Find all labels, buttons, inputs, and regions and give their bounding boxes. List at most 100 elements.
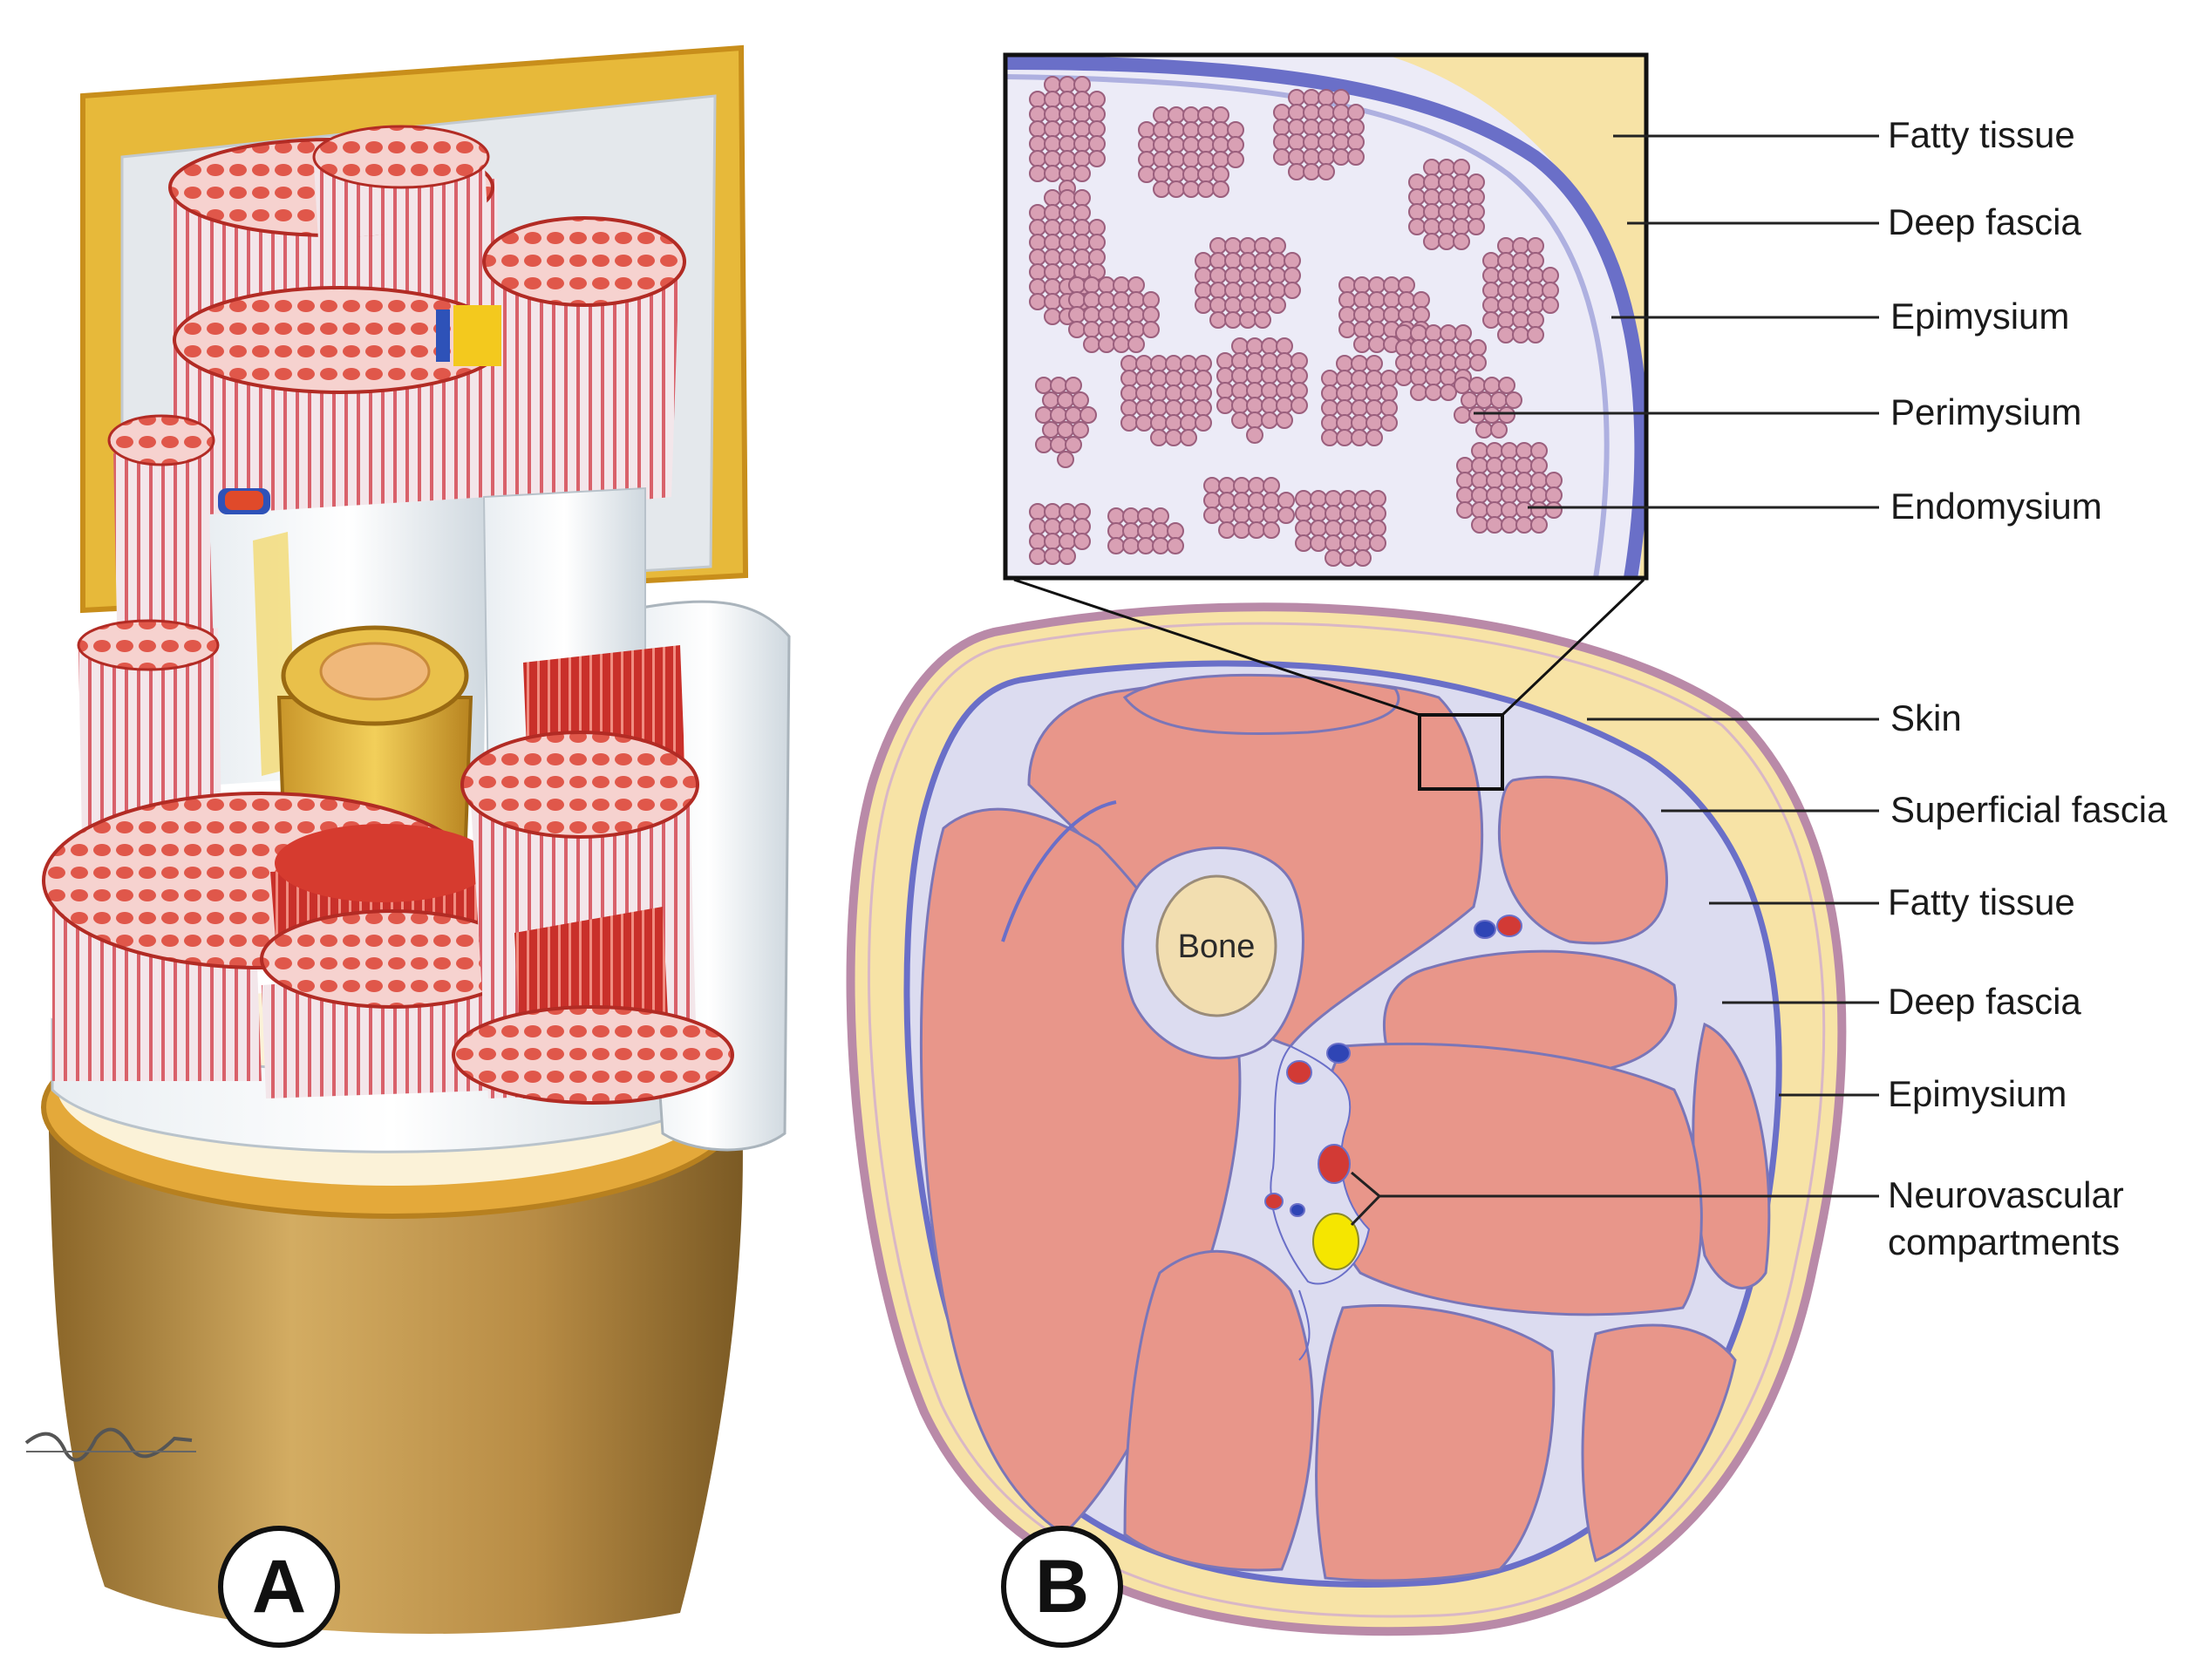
label-deep-fascia: Deep fascia <box>1888 981 2081 1022</box>
muscle-fiber <box>1263 521 1280 539</box>
muscle-fiber <box>1153 180 1170 198</box>
muscle-fiber <box>1284 267 1301 284</box>
vein-small-1 <box>1264 1193 1284 1210</box>
muscle-fiber <box>1351 384 1368 402</box>
muscle-fiber <box>1303 89 1320 106</box>
label-inset-perimysium: Perimysium <box>1890 391 2082 432</box>
muscle-fiber <box>1261 411 1278 429</box>
muscle-fiber <box>1113 336 1130 353</box>
muscle-fiber <box>1468 377 1486 394</box>
muscle-fiber <box>1212 121 1229 139</box>
muscle-fiber <box>1195 370 1212 387</box>
fiber-bundle <box>1203 477 1295 539</box>
muscle-fiber <box>1212 180 1229 198</box>
muscle-fiber <box>1182 180 1200 198</box>
muscle-fiber <box>1150 370 1168 387</box>
muscle-fiber <box>1120 414 1138 432</box>
muscle-fiber <box>1029 105 1046 123</box>
muscle-fiber <box>1395 369 1413 386</box>
muscle-fiber <box>1044 308 1061 325</box>
muscle-fiber <box>1471 457 1488 474</box>
muscle-fiber <box>1059 234 1076 251</box>
muscle-fiber <box>1365 370 1383 387</box>
muscle-fiber <box>1354 490 1372 507</box>
muscle-fiber <box>1182 166 1200 183</box>
muscle-fiber <box>1044 189 1061 207</box>
muscle-fiber <box>1354 549 1372 567</box>
muscle-fiber <box>1483 377 1501 394</box>
muscle-fiber <box>1168 121 1185 139</box>
muscle-fiber <box>1182 106 1200 124</box>
muscle-bottom-right <box>1581 1323 1737 1563</box>
muscle-fiber <box>1515 442 1533 459</box>
muscle-fiber <box>1351 355 1368 372</box>
muscle-fiber <box>1165 355 1182 372</box>
muscle-fiber <box>1029 518 1046 535</box>
fiber-bundle <box>1408 159 1485 250</box>
muscle-top-strip <box>1122 673 1400 736</box>
muscle-fiber <box>1138 151 1155 168</box>
muscle-fiber <box>1336 399 1353 417</box>
muscle-fiber <box>1354 534 1372 552</box>
fiber-bundle <box>1216 337 1308 444</box>
muscle-fiber <box>1246 352 1263 370</box>
muscle-fiber <box>1044 234 1061 251</box>
muscle-fiber <box>1120 399 1138 417</box>
muscle-fiber <box>1295 490 1312 507</box>
muscle-fiber <box>1153 106 1170 124</box>
vein-small-2 <box>1290 1203 1305 1217</box>
muscle-fiber <box>1368 276 1386 294</box>
artery-upper <box>1496 915 1522 937</box>
panel-letter-a: A <box>218 1526 340 1648</box>
muscle-fiber <box>1398 291 1415 309</box>
muscle-fiber <box>1203 477 1221 494</box>
muscle-fiber <box>1303 148 1320 166</box>
muscle-fiber <box>1168 180 1185 198</box>
muscle-fiber <box>1168 106 1185 124</box>
fiber-bundle <box>1138 106 1244 198</box>
muscle-fiber <box>1029 150 1046 167</box>
muscle-fiber <box>1135 370 1153 387</box>
muscle-fiber <box>1180 399 1197 417</box>
bone-label: Bone <box>1178 928 1256 965</box>
muscle-fiber <box>1165 370 1182 387</box>
muscle-fiber <box>1044 248 1061 266</box>
muscle-fiber <box>1530 472 1548 489</box>
fiber-bundle <box>1273 89 1365 180</box>
muscle-fiber <box>1152 537 1169 554</box>
muscle-fiber <box>1059 248 1076 266</box>
muscle-fiber <box>1035 377 1052 394</box>
muscle-fiber <box>1233 507 1250 524</box>
muscle-fiber <box>1044 204 1061 221</box>
muscle-fiber <box>1438 188 1455 206</box>
muscle-fiber <box>1512 267 1529 284</box>
muscle-fiber <box>1057 391 1074 409</box>
muscle-fiber <box>1044 219 1061 236</box>
muscle-fiber <box>1295 534 1312 552</box>
muscle-fiber <box>1246 411 1263 429</box>
muscle-fiber <box>1029 219 1046 236</box>
muscle-fiber <box>1332 148 1350 166</box>
muscle-fiber <box>1288 104 1305 121</box>
muscle-fiber <box>1501 457 1518 474</box>
muscle-fiber <box>1468 173 1485 191</box>
fiber-bundle <box>1338 276 1430 353</box>
muscle-fiber <box>1073 518 1091 535</box>
muscle-fiber <box>1246 367 1263 384</box>
muscle-fiber <box>1254 267 1271 284</box>
muscle-fiber <box>1290 397 1308 414</box>
muscle-fiber <box>1498 406 1515 424</box>
muscle-fiber <box>1453 159 1470 176</box>
muscle-fiber <box>1425 384 1442 401</box>
muscle-fiber <box>1029 293 1046 310</box>
muscle-fiber <box>1380 399 1398 417</box>
muscle-fiber <box>1369 490 1386 507</box>
skin-cylinder <box>48 1090 743 1634</box>
inset <box>1005 55 1646 578</box>
muscle-fiber <box>1468 203 1485 221</box>
muscle-fiber <box>1195 296 1212 314</box>
muscle-fiber <box>1398 276 1415 294</box>
muscle-fiber <box>1195 252 1212 269</box>
muscle-fiber <box>1227 151 1244 168</box>
muscle-fiber <box>1044 91 1061 108</box>
